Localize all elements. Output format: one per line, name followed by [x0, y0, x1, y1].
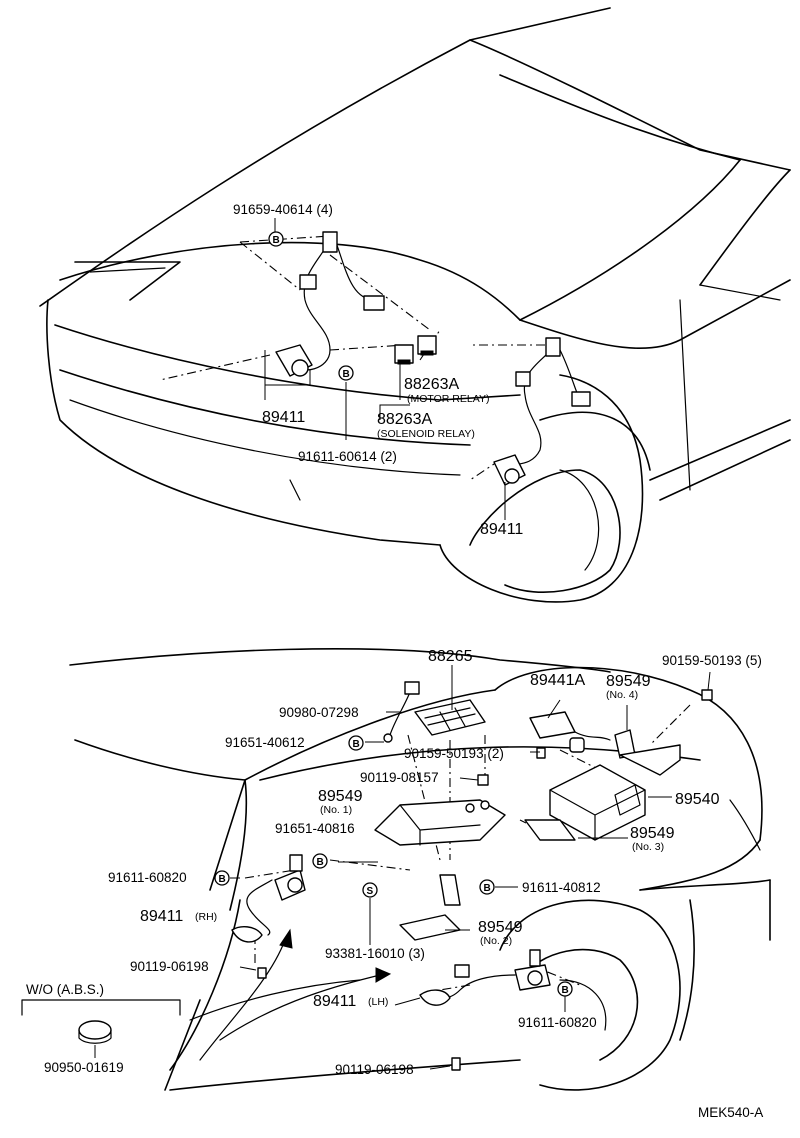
label-91659-40614: 91659-40614 (4) — [233, 202, 333, 217]
svg-text:B: B — [273, 235, 280, 246]
label-lh: (LH) — [368, 996, 388, 1008]
svg-text:B: B — [317, 857, 324, 868]
label-89549-no1: 89549 — [318, 788, 363, 805]
label-no4: (No. 4) — [606, 689, 638, 701]
label-89549-no3: 89549 — [630, 825, 675, 842]
label-no3: (No. 3) — [632, 841, 664, 853]
label-88265: 88265 — [428, 648, 473, 665]
label-89549-no2: 89549 — [478, 919, 523, 936]
label-89411-rh: 89411 — [140, 908, 183, 925]
label-no1: (No. 1) — [320, 804, 352, 816]
label-90159-50193-2: 90159-50193 (2) — [404, 746, 504, 761]
screw-symbol-93381: S — [362, 882, 378, 898]
rear-car-illustration — [21, 648, 771, 1091]
label-motor-relay: (MOTOR RELAY) — [407, 393, 489, 405]
svg-text:B: B — [484, 883, 491, 894]
label-91611-60614: 91611-60614 (2) — [298, 449, 397, 464]
bolt-symbol-top-2: B — [338, 365, 354, 381]
label-88263a-solenoid: 88263A — [377, 411, 432, 428]
label-91611-60820-a: 91611-60820 — [108, 870, 187, 885]
label-90980-07298: 90980-07298 — [279, 705, 359, 720]
label-90119-08157: 90119-08157 — [360, 770, 439, 785]
label-90950-01619: 90950-01619 — [44, 1060, 124, 1075]
label-91651-40816: 91651-40816 — [275, 821, 355, 836]
svg-text:S: S — [367, 886, 374, 897]
label-89540: 89540 — [675, 791, 720, 808]
svg-text:B: B — [219, 874, 226, 885]
bolt-symbol-91611-40812: B — [479, 879, 495, 895]
label-88263a-motor: 88263A — [404, 376, 459, 393]
label-91651-40612: 91651-40612 — [225, 735, 305, 750]
bolt-symbol-91651-40816: B — [312, 853, 328, 869]
figure-code: MEK540-A — [698, 1105, 763, 1120]
label-89549-no4: 89549 — [606, 673, 651, 690]
bolt-symbol-91611-60820-a: B — [214, 870, 230, 886]
svg-text:B: B — [562, 985, 569, 996]
label-91611-60820-b: 91611-60820 — [518, 1015, 597, 1030]
bolt-symbol-top-1: B — [268, 231, 284, 247]
label-89441a: 89441A — [530, 672, 585, 689]
label-90119-06198-b: 90119-06198 — [335, 1062, 414, 1077]
label-89411-lh: 89411 — [313, 993, 356, 1010]
svg-text:B: B — [353, 739, 360, 750]
label-91611-40812: 91611-40812 — [522, 880, 601, 895]
svg-text:B: B — [343, 369, 350, 380]
label-rh: (RH) — [195, 911, 217, 923]
label-solenoid-relay: (SOLENOID RELAY) — [377, 428, 475, 440]
label-wo-abs: W/O (A.B.S.) — [26, 982, 104, 997]
label-89411-left: 89411 — [262, 409, 305, 426]
label-90119-06198-a: 90119-06198 — [130, 959, 209, 974]
front-car-illustration — [39, 7, 791, 603]
label-93381-16010: 93381-16010 (3) — [325, 946, 425, 961]
label-90159-50193-5: 90159-50193 (5) — [662, 653, 762, 668]
bolt-symbol-91651-40612: B — [348, 735, 364, 751]
label-89411-right: 89411 — [480, 521, 523, 538]
label-no2: (No. 2) — [480, 935, 512, 947]
bolt-symbol-91611-60820-b: B — [557, 981, 573, 997]
